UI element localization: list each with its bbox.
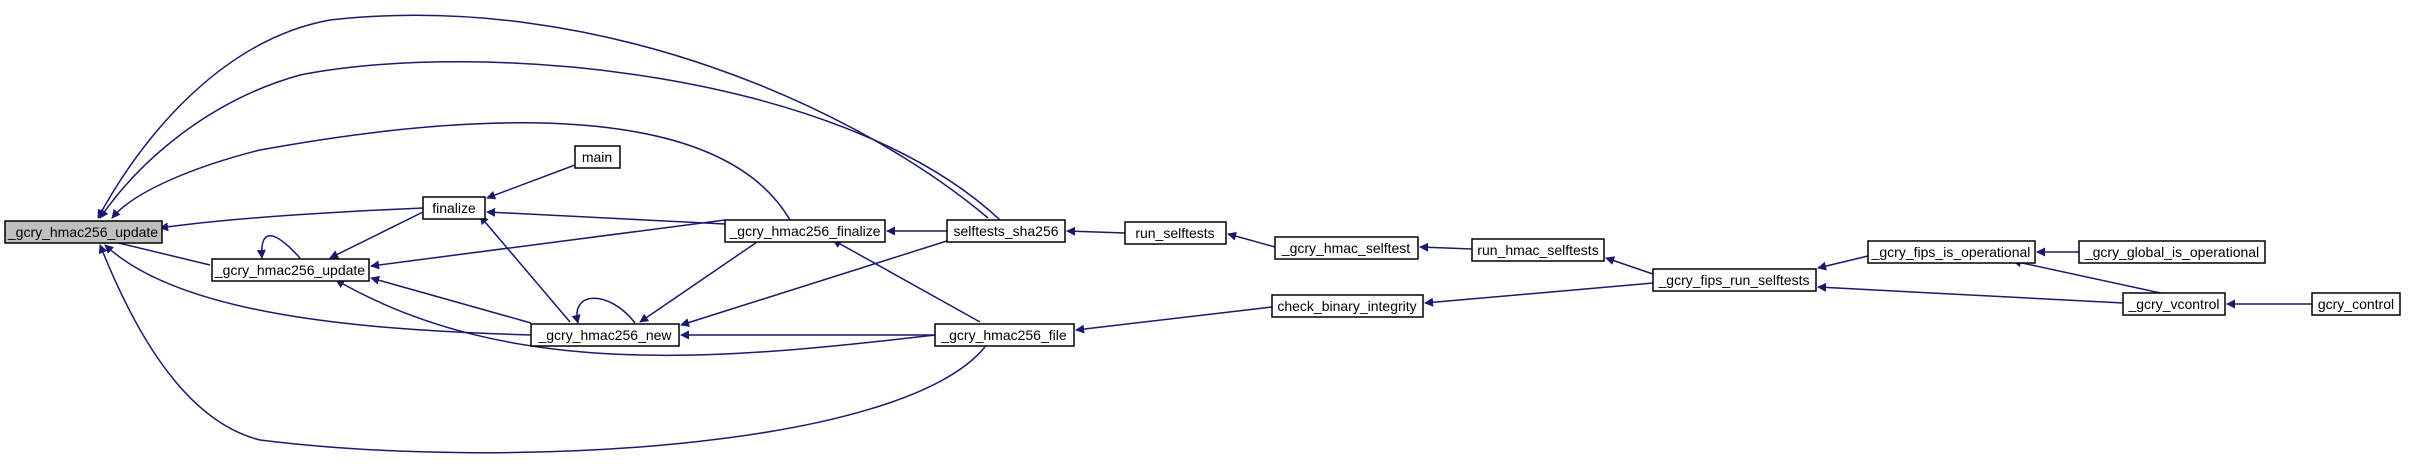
edge-selftests-to-new xyxy=(680,239,951,327)
node-label: _gcry_vcontrol xyxy=(2127,296,2219,312)
node-selftests-sha256[interactable]: selftests_sha256 xyxy=(946,219,1066,243)
node-hmac256-finalize[interactable]: _gcry_hmac256_finalize xyxy=(724,219,886,243)
edge-finalize-to-root xyxy=(159,207,424,232)
node-label: _gcry_hmac256_update xyxy=(7,224,158,240)
node-hmac256-update[interactable]: _gcry_hmac256_update xyxy=(211,258,370,282)
edge-fipsrun-to-runhmac xyxy=(1605,256,1654,275)
edge-update-self xyxy=(256,235,301,259)
edge-file-to-update xyxy=(335,279,936,357)
node-label: finalize xyxy=(432,200,476,216)
edge-new-to-finalize xyxy=(479,215,571,323)
node-fips-run-selftests[interactable]: _gcry_fips_run_selftests xyxy=(1652,268,1817,292)
edge-runhmac-to-hmacselftest xyxy=(1419,242,1473,252)
node-hmac-selftest[interactable]: _gcry_hmac_selftest xyxy=(1274,236,1419,260)
node-label: _gcry_hmac256_file xyxy=(940,327,1067,343)
node-label: run_selftests xyxy=(1135,225,1214,241)
node-label: _gcry_global_is_operational xyxy=(2084,244,2259,260)
edge-new-to-update xyxy=(370,275,532,324)
node-label: _gcry_hmac256_update xyxy=(214,262,365,278)
edge-selftests-top-to-root xyxy=(97,14,989,219)
edge-hmacselftest-to-runselftests xyxy=(1227,231,1276,248)
node-root[interactable]: _gcry_hmac256_update xyxy=(4,220,163,244)
node-label: _gcry_fips_is_operational xyxy=(1871,244,2031,260)
node-run-hmac-selftests[interactable]: run_hmac_selftests xyxy=(1471,238,1605,262)
node-label: check_binary_integrity xyxy=(1277,298,1416,314)
node-label: gcry_control xyxy=(2318,296,2394,312)
edge-fipsop-to-fipsrun xyxy=(1817,255,1869,271)
edge-selftests-to-root xyxy=(99,61,1001,221)
edge-finalize-to-update xyxy=(329,211,424,259)
node-finalize[interactable]: finalize xyxy=(422,196,486,220)
edge-new-self xyxy=(571,297,636,324)
node-vcontrol[interactable]: _gcry_vcontrol xyxy=(2122,292,2226,316)
node-label: _gcry_fips_run_selftests xyxy=(1658,272,1810,288)
node-fips-is-operational[interactable]: _gcry_fips_is_operational xyxy=(1867,240,2036,264)
edge-vcontrol-to-fipsrun xyxy=(1817,282,2124,304)
edges xyxy=(97,14,2312,454)
node-label: selftests_sha256 xyxy=(953,223,1058,239)
edge-file-to-hmacfinalize xyxy=(832,239,981,323)
node-label: _gcry_hmac256_finalize xyxy=(729,223,881,239)
edge-main-to-finalize xyxy=(486,164,576,200)
edge-new-to-root xyxy=(104,244,532,336)
node-label: run_hmac_selftests xyxy=(1477,242,1598,258)
node-hmac256-new[interactable]: _gcry_hmac256_new xyxy=(530,323,680,347)
edge-fipsrun-to-checkbinary xyxy=(1424,282,1654,307)
edge-vcontrol-to-fipsop xyxy=(2012,258,2166,295)
node-main[interactable]: main xyxy=(574,145,621,169)
edge-runselftests-to-selftests xyxy=(1066,226,1126,236)
edge-hmacfinalize-to-root xyxy=(111,122,791,221)
node-label: _gcry_hmac256_new xyxy=(537,327,672,343)
node-global-is-operational[interactable]: _gcry_global_is_operational xyxy=(2078,240,2266,264)
edge-hmacfinalize-to-new xyxy=(639,239,761,323)
edge-hmacfinalize-to-finalize xyxy=(486,207,726,225)
node-hmac256-file[interactable]: _gcry_hmac256_file xyxy=(934,323,1075,347)
edge-checkbinary-to-file xyxy=(1075,306,1273,334)
node-label: _gcry_hmac_selftest xyxy=(1281,240,1411,256)
edge-hmacfinalize-to-update xyxy=(370,219,726,270)
node-label: main xyxy=(582,149,612,165)
node-run-selftests[interactable]: run_selftests xyxy=(1124,221,1227,245)
node-gcry-control[interactable]: gcry_control xyxy=(2311,292,2401,316)
node-check-binary-integrity[interactable]: check_binary_integrity xyxy=(1271,294,1424,318)
nodes: _gcry_hmac256_update _gcry_hmac256_updat… xyxy=(4,145,2401,347)
edge-file-to-root xyxy=(98,244,986,454)
